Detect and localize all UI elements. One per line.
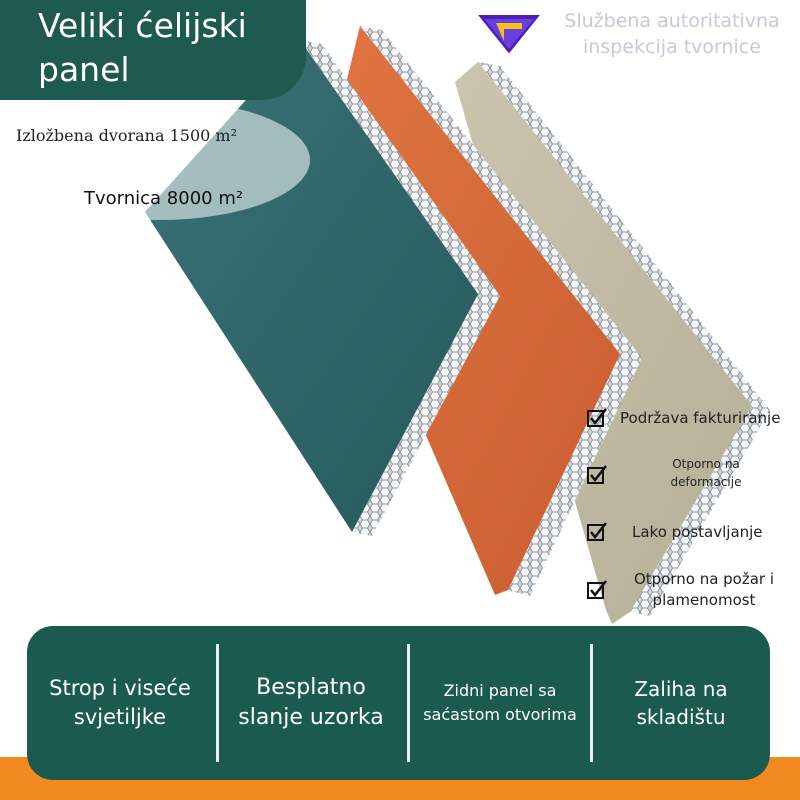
page-title: Veliki ćelijski panel — [38, 6, 247, 89]
inspection-text: Službena autoritativna inspekcija tvorni… — [564, 10, 780, 58]
divider — [216, 644, 219, 762]
checkmark-icon — [587, 465, 607, 484]
info-item: Strop i viseće svjetiljke — [49, 676, 191, 729]
divider — [407, 644, 410, 762]
feature-item: Lako postavljanje — [632, 523, 763, 541]
bottom-info-bar: Strop i viseće svjetiljke Besplatno slan… — [27, 626, 770, 780]
info-item: Zidni panel sa saćastom otvorima — [423, 681, 577, 724]
title-banner: Veliki ćelijski panel — [0, 0, 306, 100]
divider — [590, 644, 593, 762]
info-item: Zaliha na skladištu — [634, 677, 728, 729]
showroom-stat: Izložbena dvorana 1500 m² — [16, 126, 237, 145]
feature-item: Otporno na deformacije — [670, 457, 742, 489]
factory-stat: Tvornica 8000 m² — [84, 188, 244, 209]
feature-item: Podržava fakturiranje — [620, 409, 781, 427]
checkmark-icon — [587, 580, 607, 599]
checkmark-icon — [587, 408, 607, 427]
feature-item: Otporno na požar i plamenomost — [633, 570, 775, 609]
info-item: Besplatno slanje uzorka — [238, 675, 384, 730]
checkmark-icon — [587, 522, 607, 541]
shield-badge-icon — [474, 13, 544, 57]
